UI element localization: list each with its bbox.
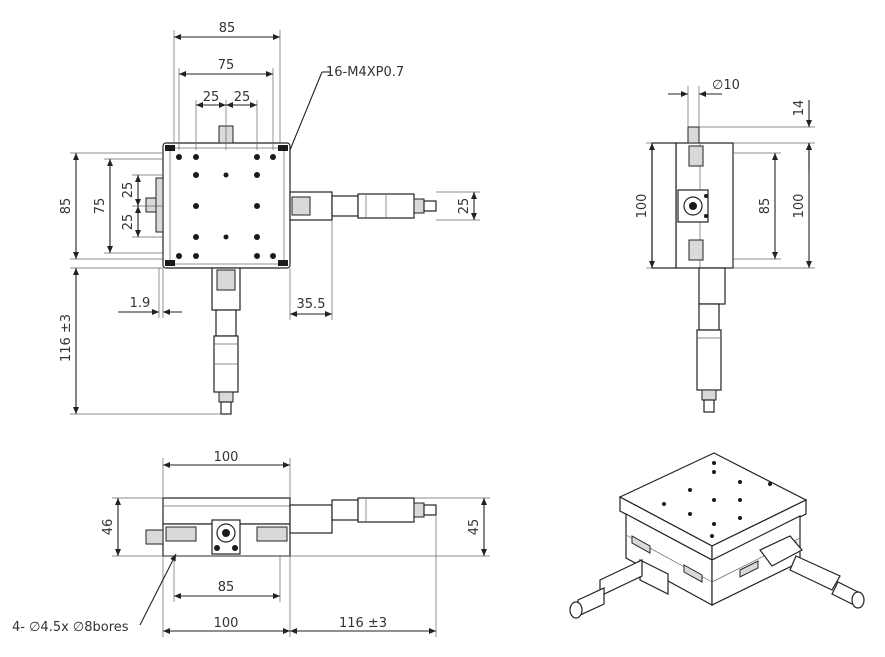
- dim-75-width: 75: [218, 58, 235, 73]
- micrometer-right: [289, 191, 437, 221]
- dim-116-vertical: 116 ±3: [59, 314, 74, 362]
- dim-100-left: 100: [635, 194, 650, 219]
- dim-14: 14: [792, 100, 807, 117]
- callout-bores: 4- ∅4.5x ∅8bores: [12, 620, 129, 635]
- dim-85-bottom: 85: [218, 580, 235, 595]
- callout-threads: 16-M4XP0.7: [326, 65, 404, 80]
- isometric-view: [569, 452, 865, 619]
- micrometer-bottom: [211, 267, 241, 415]
- dim-25-right: 25: [234, 90, 251, 105]
- dim-45: 45: [467, 519, 482, 536]
- tapped-holes: [176, 154, 276, 259]
- dim-85-width: 85: [219, 21, 236, 36]
- dim-100-bottom: 100: [214, 616, 239, 631]
- dim-diameter-10: ∅10: [712, 78, 740, 93]
- dim-25-micrometer: 25: [457, 198, 472, 215]
- dim-46: 46: [101, 519, 116, 536]
- dim-25-left: 25: [203, 90, 220, 105]
- dim-85-height: 85: [59, 198, 74, 215]
- top-view: 85 75 25 25 16-M4XP0.7 85 75 25 25: [59, 21, 480, 415]
- front-view: 100 46 45 85 100 116 ±3 4- ∅4.5x ∅8bores: [12, 450, 490, 637]
- side-view: ∅10 14 100 85 100: [635, 78, 815, 413]
- dim-25-lower: 25: [121, 214, 136, 231]
- dim-116-horizontal: 116 ±3: [339, 616, 387, 631]
- dim-75-height: 75: [93, 198, 108, 215]
- dim-100-right: 100: [792, 194, 807, 219]
- dim-85-side: 85: [758, 198, 773, 215]
- dim-100-top: 100: [214, 450, 239, 465]
- dim-25-upper: 25: [121, 182, 136, 199]
- dim-1-9: 1.9: [130, 296, 151, 311]
- dim-35-5: 35.5: [297, 297, 326, 312]
